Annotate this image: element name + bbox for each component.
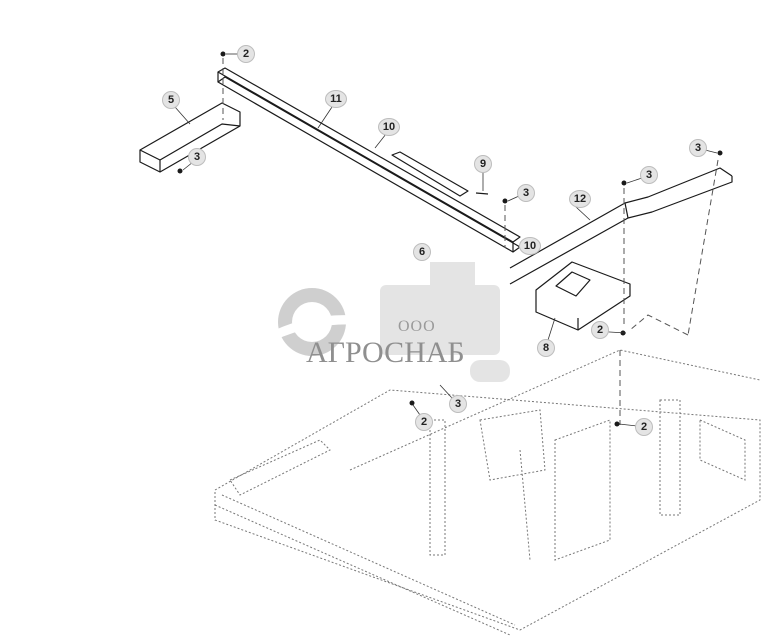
callout-part-5: 5	[162, 91, 180, 109]
callout-part-2: 2	[415, 413, 433, 431]
watermark-prefix: ООО	[398, 318, 436, 335]
callout-part-2: 2	[635, 418, 653, 436]
part-9-pin	[475, 192, 489, 195]
callout-part-6: 6	[413, 243, 431, 261]
callout-part-12: 12	[569, 190, 591, 208]
callout-part-3: 3	[517, 184, 535, 202]
callout-part-2: 2	[237, 45, 255, 63]
callout-part-3: 3	[640, 166, 658, 184]
part-12-rail	[509, 167, 733, 285]
callout-part-8: 8	[537, 339, 555, 357]
callout-part-3: 3	[449, 395, 467, 413]
part-8-mount	[535, 261, 631, 331]
callout-part-3: 3	[689, 139, 707, 157]
callout-part-3: 3	[188, 148, 206, 166]
callout-part-9: 9	[474, 155, 492, 173]
watermark-logo	[275, 262, 510, 382]
callout-part-11: 11	[325, 90, 347, 108]
watermark-name: АГРОСНАБ	[306, 336, 465, 369]
part-5-bracket	[139, 102, 241, 173]
callout-part-2: 2	[591, 321, 609, 339]
callout-part-10: 10	[378, 118, 400, 136]
callout-part-10: 10	[519, 237, 541, 255]
